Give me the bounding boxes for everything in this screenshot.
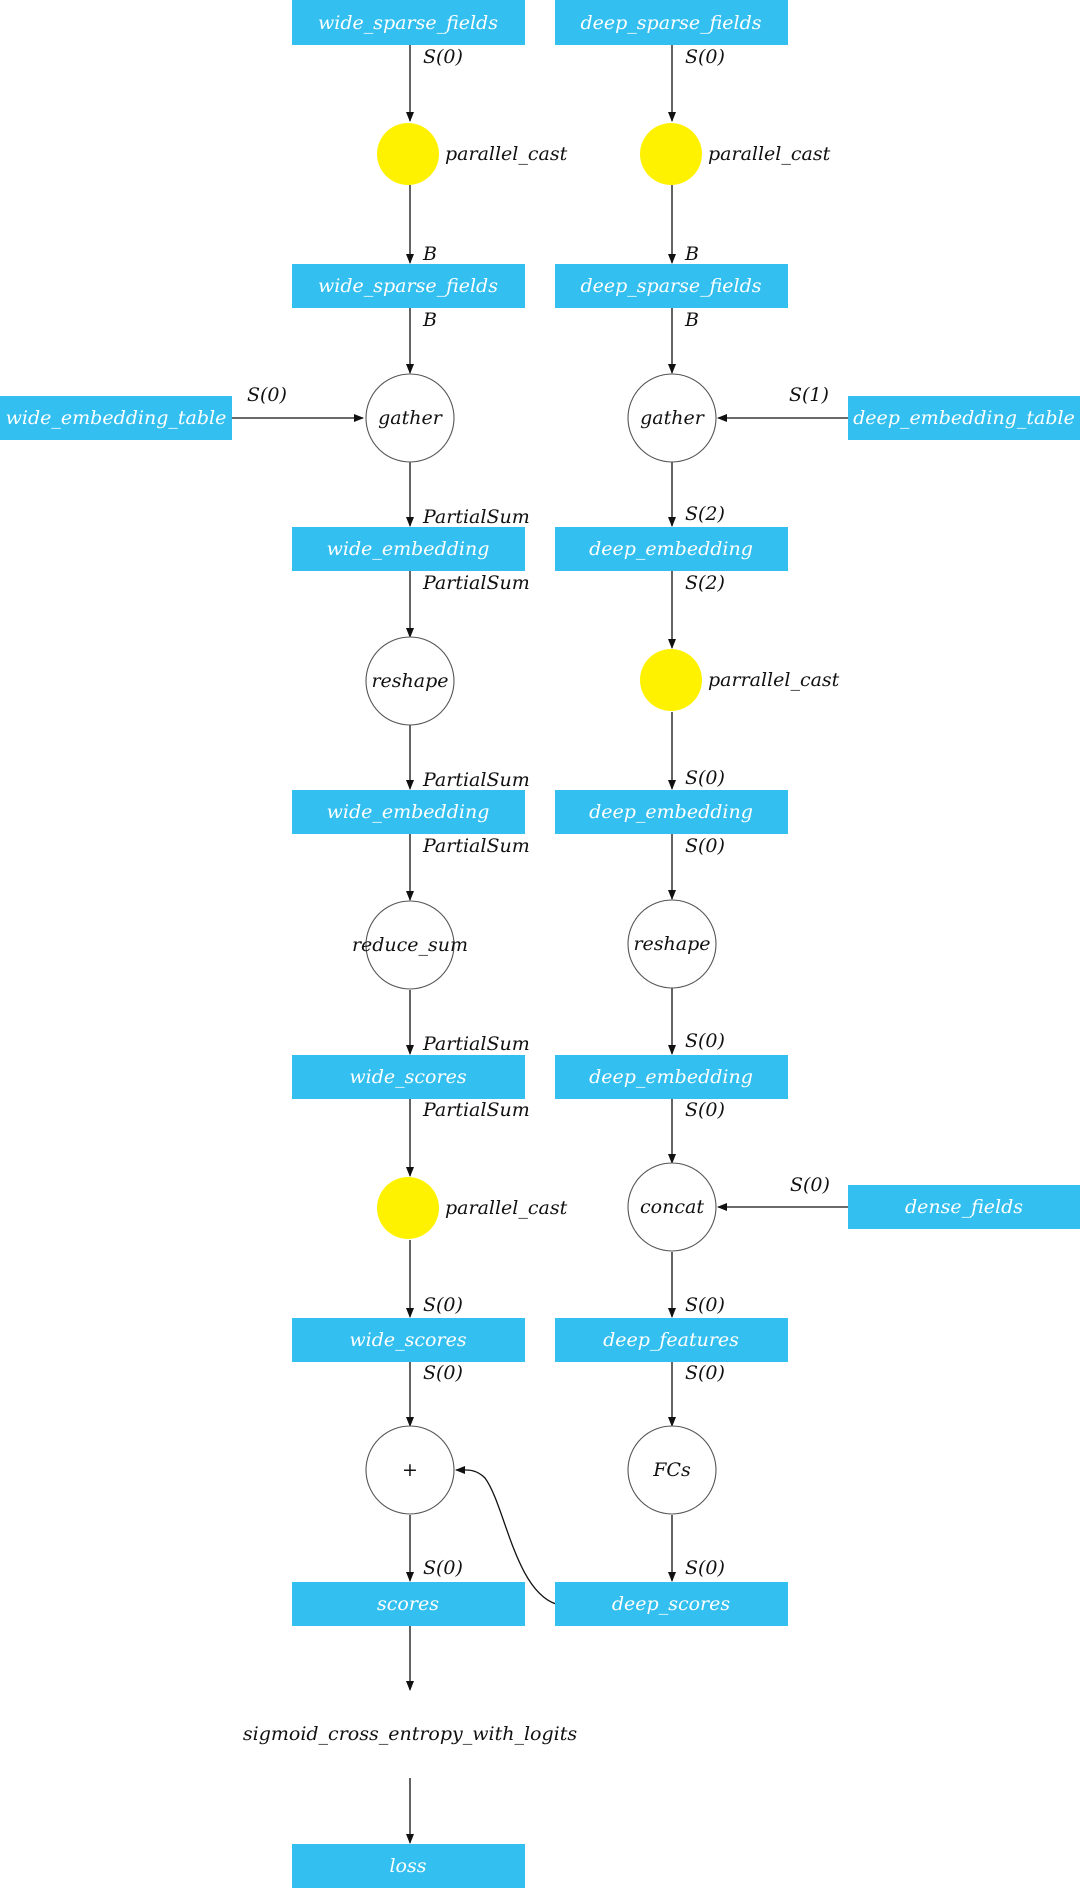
- svg-text:wide_embedding: wide_embedding: [327, 538, 490, 560]
- edge-label: S(0): [423, 1557, 463, 1579]
- tensor-wide-scores-2[interactable]: wide_scores: [292, 1318, 525, 1362]
- tensor-scores[interactable]: scores: [292, 1582, 525, 1626]
- svg-text:dense_fields: dense_fields: [905, 1196, 1023, 1218]
- tensor-wide-sparse-fields-b[interactable]: wide_sparse_fields: [292, 264, 525, 308]
- op-wide-gather[interactable]: gather: [365, 373, 455, 463]
- tensor-wide-sparse-fields-in[interactable]: wide_sparse_fields: [292, 0, 525, 45]
- op-fcs[interactable]: FCs: [627, 1425, 717, 1515]
- edge-label: PartialSum: [422, 769, 530, 791]
- tensor-dense-fields[interactable]: dense_fields: [848, 1185, 1080, 1229]
- edge-label: PartialSum: [422, 506, 530, 528]
- edge-label: S(0): [685, 1362, 725, 1384]
- tensor-wide-embedding-1[interactable]: wide_embedding: [292, 527, 525, 571]
- op-deep-gather[interactable]: gather: [627, 373, 717, 463]
- edge-label: S(0): [685, 835, 725, 857]
- edge-label: S(2): [685, 572, 725, 594]
- svg-text:wide_scores: wide_scores: [349, 1066, 466, 1088]
- svg-text:gather: gather: [378, 407, 444, 429]
- edge-deep-scores-to-add: [455, 1465, 557, 1605]
- edge-label: PartialSum: [422, 1099, 530, 1121]
- svg-text:wide_scores: wide_scores: [349, 1329, 466, 1351]
- edge-label: B: [684, 309, 699, 331]
- op-wide-reduce-sum[interactable]: reduce_sum: [352, 900, 468, 990]
- edge-label: S(0): [685, 1030, 725, 1052]
- tensor-deep-sparse-fields-in[interactable]: deep_sparse_fields: [555, 0, 788, 45]
- svg-text:parrallel_cast: parrallel_cast: [708, 669, 840, 691]
- op-deep-parrallel-cast-2[interactable]: parrallel_cast: [640, 649, 840, 711]
- tensor-wide-scores-1[interactable]: wide_scores: [292, 1055, 525, 1099]
- edge-label: S(0): [423, 1362, 463, 1384]
- svg-text:deep_features: deep_features: [603, 1329, 739, 1351]
- edge-label: S(0): [423, 1294, 463, 1316]
- svg-text:loss: loss: [389, 1855, 426, 1877]
- edge-label: B: [684, 243, 699, 265]
- op-deep-parallel-cast-1[interactable]: parallel_cast: [640, 123, 831, 185]
- op-wide-parallel-cast-2[interactable]: parallel_cast: [377, 1177, 568, 1239]
- svg-text:FCs: FCs: [652, 1459, 691, 1481]
- tensor-wide-embedding-table[interactable]: wide_embedding_table: [0, 396, 232, 440]
- svg-text:gather: gather: [640, 407, 706, 429]
- edge-label: S(0): [685, 46, 725, 68]
- svg-text:reduce_sum: reduce_sum: [352, 934, 468, 956]
- edges: [232, 45, 848, 1844]
- edge-labels: S(0) S(0) B B B B S(0) S(1) PartialSum S…: [247, 46, 830, 1579]
- tensor-deep-scores[interactable]: deep_scores: [555, 1582, 788, 1626]
- op-wide-reshape[interactable]: reshape: [365, 636, 455, 726]
- op-wide-parallel-cast-1[interactable]: parallel_cast: [377, 123, 568, 185]
- svg-text:deep_embedding_table: deep_embedding_table: [853, 407, 1075, 429]
- edge-label: S(0): [247, 384, 287, 406]
- svg-text:deep_scores: deep_scores: [612, 1593, 730, 1615]
- tensor-deep-embedding-3[interactable]: deep_embedding: [555, 1055, 788, 1099]
- op-add[interactable]: +: [365, 1425, 455, 1515]
- tensor-deep-sparse-fields-b[interactable]: deep_sparse_fields: [555, 264, 788, 308]
- tensor-deep-embedding-table[interactable]: deep_embedding_table: [848, 396, 1080, 440]
- edge-label: S(1): [789, 384, 829, 406]
- svg-text:deep_embedding: deep_embedding: [589, 801, 753, 823]
- svg-text:parallel_cast: parallel_cast: [445, 1197, 568, 1219]
- edge-label: S(0): [790, 1174, 830, 1196]
- svg-text:deep_sparse_fields: deep_sparse_fields: [580, 12, 761, 34]
- svg-text:deep_embedding: deep_embedding: [589, 538, 753, 560]
- op-sigmoid-cross-entropy-with-logits[interactable]: sigmoid_cross_entropy_with_logits: [243, 1723, 577, 1745]
- svg-text:reshape: reshape: [371, 670, 448, 692]
- edge-label: S(2): [685, 503, 725, 525]
- edge-label: PartialSum: [422, 835, 530, 857]
- tensor-wide-embedding-2[interactable]: wide_embedding: [292, 790, 525, 834]
- svg-text:scores: scores: [377, 1593, 439, 1615]
- svg-text:parallel_cast: parallel_cast: [708, 143, 831, 165]
- edge-label: PartialSum: [422, 572, 530, 594]
- tensor-deep-embedding-1[interactable]: deep_embedding: [555, 527, 788, 571]
- svg-text:wide_sparse_fields: wide_sparse_fields: [318, 275, 498, 297]
- svg-text:concat: concat: [640, 1196, 704, 1218]
- tensor-deep-embedding-2[interactable]: deep_embedding: [555, 790, 788, 834]
- tensor-loss[interactable]: loss: [292, 1844, 525, 1888]
- edge-label: B: [422, 243, 437, 265]
- svg-text:deep_embedding: deep_embedding: [589, 1066, 753, 1088]
- edge-label: S(0): [423, 46, 463, 68]
- edge-label: S(0): [685, 1099, 725, 1121]
- svg-text:wide_embedding: wide_embedding: [327, 801, 490, 823]
- svg-text:deep_sparse_fields: deep_sparse_fields: [580, 275, 761, 297]
- svg-text:+: +: [402, 1459, 418, 1481]
- edge-label: B: [422, 309, 437, 331]
- edge-label: S(0): [685, 1294, 725, 1316]
- svg-text:wide_sparse_fields: wide_sparse_fields: [318, 12, 498, 34]
- svg-text:wide_embedding_table: wide_embedding_table: [6, 407, 227, 429]
- svg-text:reshape: reshape: [633, 933, 710, 955]
- edge-label: S(0): [685, 767, 725, 789]
- edge-label: PartialSum: [422, 1033, 530, 1055]
- tensor-deep-features[interactable]: deep_features: [555, 1318, 788, 1362]
- op-concat[interactable]: concat: [627, 1162, 717, 1252]
- edge-label: S(0): [685, 1557, 725, 1579]
- op-deep-reshape[interactable]: reshape: [627, 899, 717, 989]
- svg-text:parallel_cast: parallel_cast: [445, 143, 568, 165]
